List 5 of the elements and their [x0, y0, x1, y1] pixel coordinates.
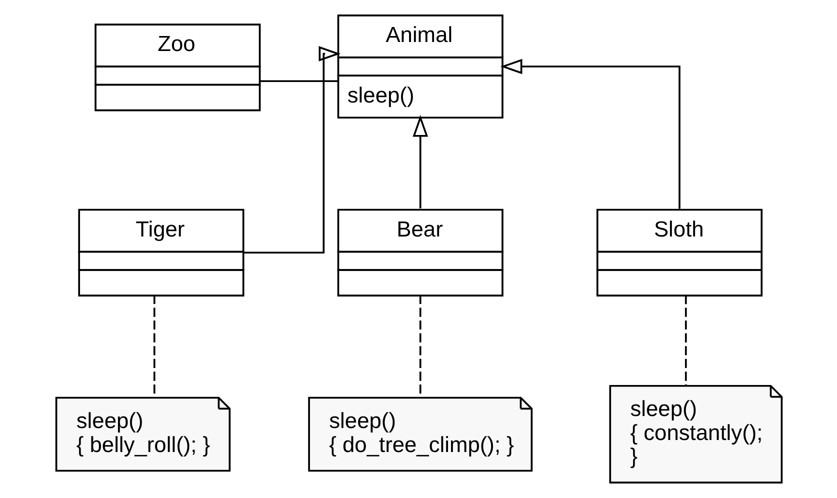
connector	[259, 80, 337, 82]
arrow	[412, 114, 428, 208]
arrow	[500, 58, 680, 209]
arrow	[242, 46, 340, 254]
connector	[684, 295, 686, 386]
